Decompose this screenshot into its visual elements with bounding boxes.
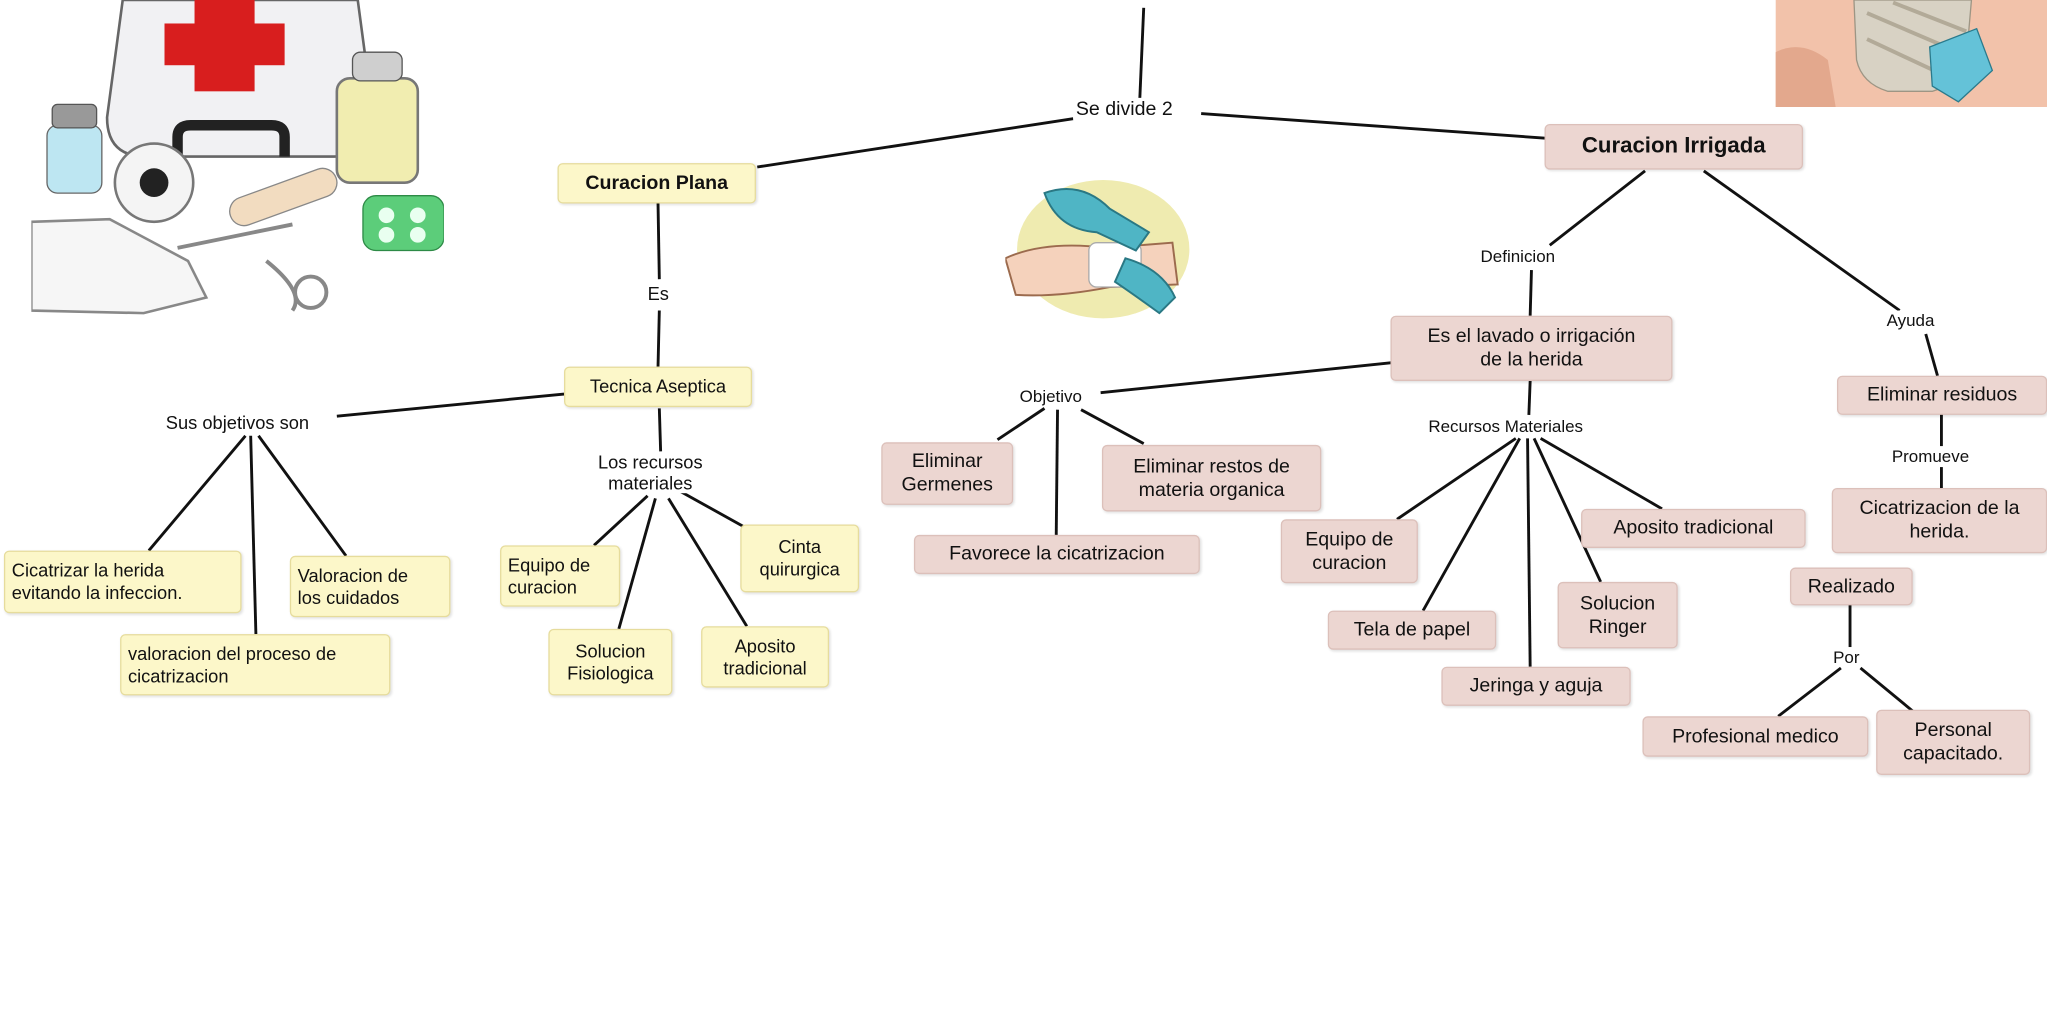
resource-node-ringer[interactable]: Solucion Ringer — [1557, 581, 1678, 649]
first-aid-kit-illustration — [31, 0, 444, 315]
promueve-link-label: Promueve — [1889, 446, 1972, 466]
connector-lines — [147, 7, 1943, 718]
tecnica-aseptica-node[interactable]: Tecnica Aseptica — [564, 366, 753, 408]
recursos-link-label: Los recursos materiales — [595, 451, 706, 494]
objective-node-favorece[interactable]: Favorece la cicatrizacion — [913, 534, 1200, 575]
resource-node-equipo[interactable]: Equipo de curacion — [500, 545, 621, 607]
resource-node-equipo-curacion[interactable]: Equipo de curacion — [1280, 519, 1418, 584]
resource-node-solucion[interactable]: Solucion Fisiologica — [548, 628, 673, 696]
resource-node-aposito[interactable]: Aposito tradicional — [701, 626, 830, 688]
objetivo-link-label: Objetivo — [1017, 386, 1085, 406]
resource-node-aposito-tradicional[interactable]: Aposito tradicional — [1581, 508, 1806, 548]
recursos-materiales-link-label: Recursos Materiales — [1425, 416, 1586, 436]
performer-node-profesional[interactable]: Profesional medico — [1642, 716, 1869, 757]
resource-node-cinta[interactable]: Cinta quirurgica — [740, 524, 860, 593]
objective-node-valoracion-cuidados[interactable]: Valoracion de los cuidados — [289, 555, 451, 618]
bandaged-wrist-illustration — [1005, 180, 1190, 319]
es-link-label: Es — [644, 283, 672, 304]
definicion-link-label: Definicion — [1477, 246, 1558, 267]
cicatrizacion-node[interactable]: Cicatrizacion de la herida. — [1831, 487, 2047, 554]
eliminar-residuos-node[interactable]: Eliminar residuos — [1836, 375, 2047, 415]
definition-node[interactable]: Es el lavado o irrigación de la herida — [1390, 315, 1673, 381]
realizado-node[interactable]: Realizado — [1789, 567, 1913, 606]
bandaging-photo — [1775, 0, 2047, 107]
objetivos-link-label: Sus objetivos son — [163, 412, 312, 434]
objective-node-cicatrizar[interactable]: Cicatrizar la herida evitando la infecci… — [3, 550, 242, 614]
objective-node-eliminar-germenes[interactable]: Eliminar Germenes — [881, 442, 1014, 505]
ayuda-link-label: Ayuda — [1883, 310, 1938, 331]
por-link-label: Por — [1830, 647, 1863, 667]
resource-node-tela[interactable]: Tela de papel — [1327, 610, 1497, 650]
resource-node-jeringa[interactable]: Jeringa y aguja — [1441, 666, 1631, 706]
curacion-irrigada-node[interactable]: Curacion Irrigada — [1544, 123, 1804, 170]
performer-node-personal[interactable]: Personal capacitado. — [1876, 709, 2031, 775]
divide-link-label: Se divide 2 — [1073, 97, 1176, 121]
objective-node-valoracion-proceso[interactable]: valoracion del proceso de cicatrizacion — [120, 634, 391, 696]
objective-node-eliminar-restos[interactable]: Eliminar restos de materia organica — [1101, 444, 1322, 512]
curacion-plana-node[interactable]: Curacion Plana — [557, 163, 756, 204]
